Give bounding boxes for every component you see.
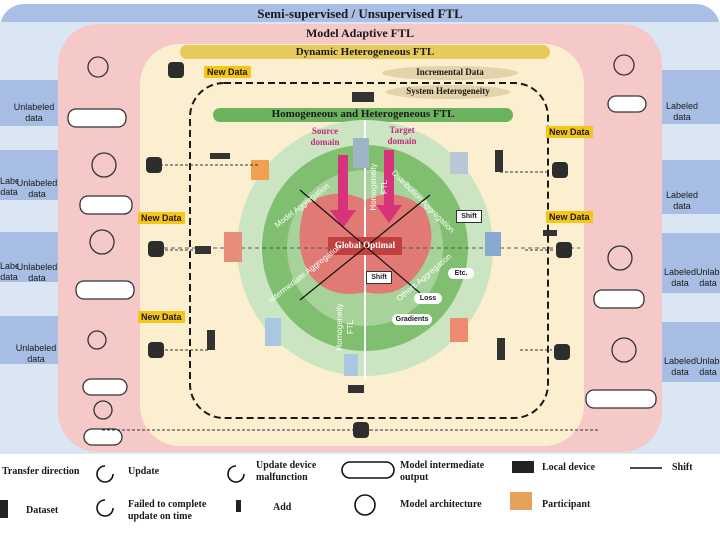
incremental-data-label: Incremental Data (416, 67, 484, 77)
legend-participant-icon (510, 492, 532, 510)
right-4a-label: Labeled data (663, 356, 697, 377)
new-data-tag-3: New Data (138, 311, 185, 323)
homo-hetero-title: Homogeneous and Heterogeneous FTL (271, 108, 455, 120)
dynamic-heterogeneous-title: Dynamic Heterogeneous FTL (295, 46, 435, 58)
right-3b-label: Unlabeled data (696, 267, 720, 288)
source-domain-label: Source domain (310, 126, 340, 147)
source-arrow (330, 155, 356, 228)
homogeneity-ftl-top: Homogeneity FTL (369, 163, 389, 211)
connector-lines (100, 164, 600, 431)
new-data-tag-2: New Data (138, 212, 185, 224)
gradients-label: Gradients (392, 314, 432, 325)
side-panels (0, 70, 720, 382)
system-heterogeneity-label: System Heterogeneity (406, 86, 490, 96)
left-4-label: Unlabeled data (15, 343, 57, 364)
model-adaptive-title: Model Adaptive FTL (305, 26, 414, 40)
right-4b-label: Unlabeled data (696, 356, 720, 377)
legend-add: Add (273, 502, 292, 513)
legend-shift: Shift (672, 462, 693, 473)
legend-dataset-icon (0, 500, 8, 518)
legend-transfer-direction: Transfer direction (2, 466, 80, 477)
legend-add-icon (236, 500, 241, 512)
homogeneity-ftl-bottom: Homogeneity FTL (335, 303, 355, 351)
legend-dataset: Dataset (26, 505, 59, 516)
shift-label-1: Shift (456, 210, 482, 223)
right-participants (607, 54, 637, 363)
target-arrow (376, 150, 402, 223)
legend-participant: Participant (542, 499, 591, 510)
right-intermediate-outputs (585, 95, 657, 409)
legend-model-architecture: Model architecture (400, 499, 482, 510)
left-intermediate-outputs (67, 108, 135, 446)
right-3a-label: Labeled data (663, 267, 697, 288)
legend-model-intermediate-output: Model intermediate output (400, 460, 485, 483)
dataset-icons (146, 62, 572, 438)
global-optimal-label: Global Optimal (334, 240, 396, 250)
left-3a-label: Labeled data (0, 261, 18, 282)
new-data-tag-1: New Data (204, 66, 251, 78)
legend-update-device-malfunction: Update device malfunction (256, 460, 317, 483)
left-3b-label: Unlabeled data (16, 262, 58, 283)
shift-label-2: Shift (366, 271, 392, 284)
legend-update: Update (128, 466, 160, 477)
left-2a-label: Labeled data (0, 176, 18, 197)
semi-unsupervised-title: Semi-supervised / Unsupervised FTL (257, 6, 463, 21)
legend-local-device: Local device (542, 462, 596, 473)
right-2-label: Labeled data (665, 190, 699, 211)
left-participants (87, 56, 117, 420)
right-1-label: Labeled data (665, 101, 699, 122)
left-1-label: Unlabeled data (13, 102, 55, 123)
new-data-tag-4: New Data (546, 126, 593, 138)
target-domain-label: Target domain (387, 125, 417, 146)
legend-icons (96, 461, 662, 517)
loss-label: Loss (414, 293, 442, 304)
new-data-tag-5: New Data (546, 211, 593, 223)
left-2b-label: Unlabeled data (16, 178, 58, 199)
legend-failed-update: Failed to complete update on time (128, 499, 207, 522)
legend-local-device-icon (512, 461, 534, 473)
etc-label: Etc. (448, 268, 474, 279)
